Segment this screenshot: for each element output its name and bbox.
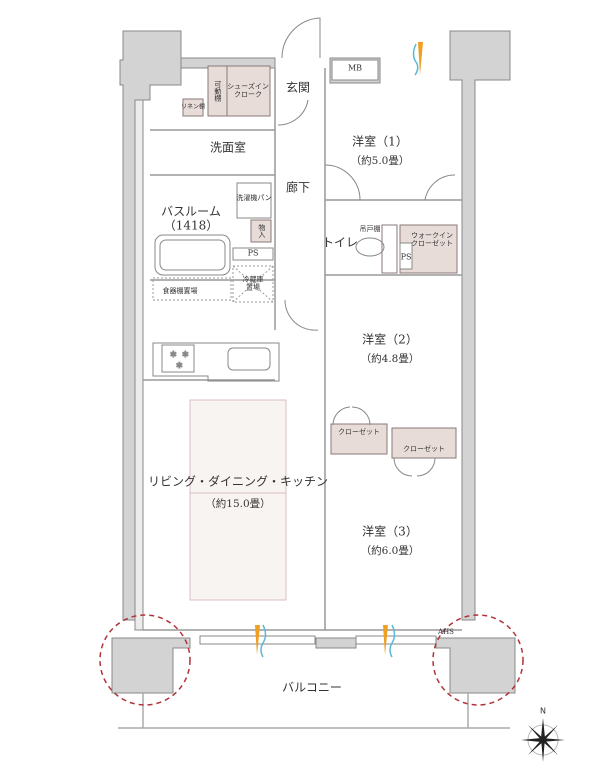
room-label-western-2: 洋室（2） bbox=[362, 332, 418, 347]
storage-area bbox=[250, 219, 272, 243]
label-hanging-cabinet: 吊戸棚 bbox=[359, 225, 381, 234]
label-closet-a: クローゼット bbox=[338, 428, 380, 437]
compass-north-label: N bbox=[540, 706, 546, 716]
storage-areas bbox=[182, 65, 458, 459]
room-label-western-1: 洋室（1） bbox=[352, 134, 408, 149]
washer-pan bbox=[236, 182, 272, 219]
label-walk-in-closet: ウォークイン クローゼット bbox=[411, 231, 453, 247]
label-linen-shelf: リネン棚 bbox=[180, 103, 206, 111]
label-fridge-space: 冷蔵庫 置場 bbox=[242, 275, 264, 291]
ps-box-2 bbox=[399, 242, 413, 270]
compass-icon bbox=[521, 718, 565, 762]
room-area-ldk: （約15.0畳） bbox=[205, 498, 271, 511]
room-label-toilet: トイレ bbox=[321, 235, 359, 250]
highlight-circles bbox=[99, 614, 524, 706]
room-area-western-3: （約6.0畳） bbox=[360, 545, 420, 558]
toilet-fixture bbox=[355, 237, 385, 257]
walls bbox=[111, 30, 516, 694]
room-label-washroom: 洗面室 bbox=[209, 140, 247, 155]
room-label-entrance: 玄関 bbox=[285, 80, 311, 95]
room-size-bathroom: （1418） bbox=[163, 218, 219, 233]
label-dish-shelf-space: 食器棚置場 bbox=[162, 287, 198, 296]
balcony-rail bbox=[118, 693, 510, 729]
closet-a-area bbox=[330, 423, 388, 455]
label-shoes-in-cloak: シューズイン クローク bbox=[227, 82, 269, 98]
room-label-western-3: 洋室（3） bbox=[362, 524, 418, 539]
label-ps-1: PS bbox=[247, 248, 259, 258]
room-area-western-1: （約5.0畳） bbox=[350, 155, 410, 168]
room-label-ldk: リビング・ダイニング・キッチン bbox=[147, 474, 329, 489]
room-area-western-2: （約4.8畳） bbox=[360, 353, 420, 366]
linen-shelf-area bbox=[182, 98, 204, 117]
room-label-bathroom: バスルーム bbox=[161, 204, 221, 219]
ps-box-1 bbox=[232, 247, 274, 261]
kitchen-counter: ✲ ✲ ✲ bbox=[152, 342, 280, 382]
svg-text:✲: ✲ bbox=[170, 350, 177, 359]
door-swings bbox=[277, 17, 456, 477]
label-closet-b: クローゼット bbox=[403, 445, 445, 454]
ldk-rug bbox=[189, 399, 287, 601]
airflow-icons bbox=[255, 42, 423, 658]
label-mb: MB bbox=[347, 63, 363, 73]
label-movable-shelf: 可動棚 bbox=[213, 80, 222, 102]
bathtub bbox=[154, 234, 231, 276]
label-storage: 物入 bbox=[257, 224, 266, 238]
appliance-spaces bbox=[152, 265, 274, 303]
closet-b-area bbox=[391, 427, 457, 459]
label-ps-2: PS bbox=[400, 252, 412, 262]
interior-walls bbox=[143, 68, 462, 631]
svg-text:✲: ✲ bbox=[182, 350, 189, 359]
svg-text:✲: ✲ bbox=[176, 361, 183, 370]
label-ahs: AHS bbox=[438, 628, 454, 637]
room-label-balcony: バルコニー bbox=[282, 680, 342, 695]
room-label-hallway: 廊下 bbox=[285, 180, 311, 195]
label-washer-pan: 洗濯機パン bbox=[236, 194, 272, 203]
shoes-in-cloak-area bbox=[207, 65, 271, 117]
